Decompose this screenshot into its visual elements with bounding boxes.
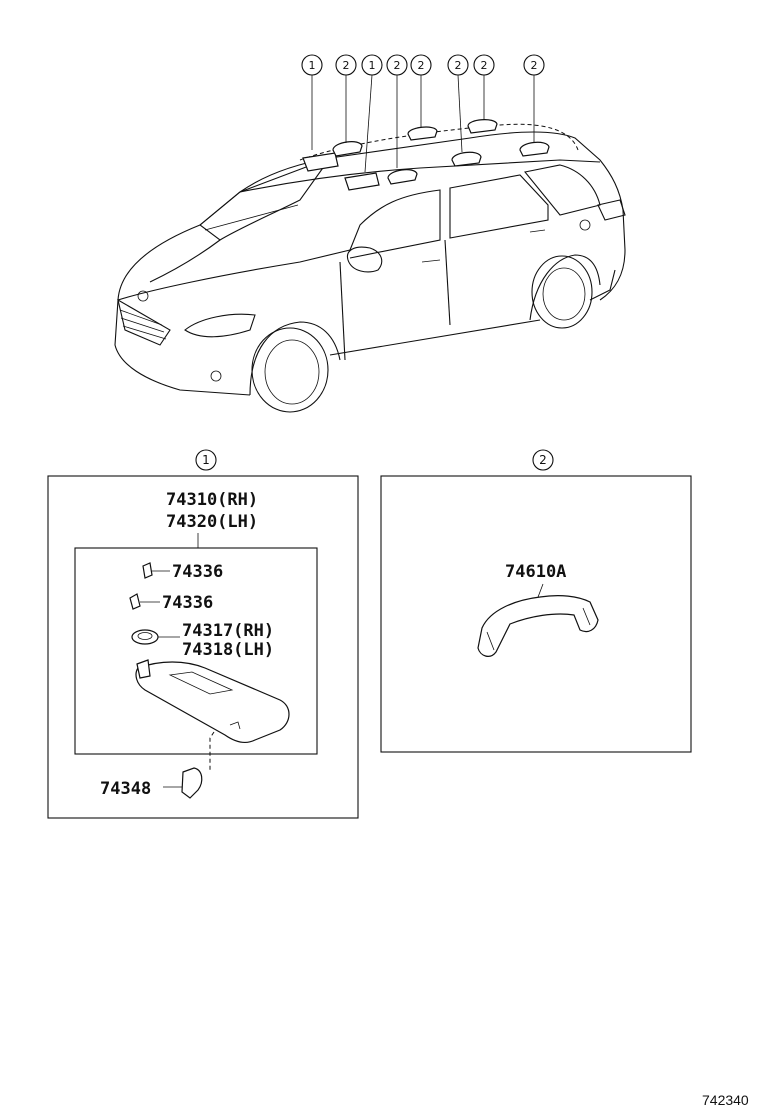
svg-text:1: 1 bbox=[369, 59, 376, 72]
sun-visor-shape bbox=[135, 659, 290, 744]
vehicle-illustration bbox=[114, 74, 626, 413]
callout-2a: 2 bbox=[335, 54, 357, 76]
callout-2d: 2 bbox=[447, 54, 469, 76]
section-1-number: 1 bbox=[202, 453, 210, 467]
svg-text:2: 2 bbox=[455, 59, 462, 72]
figure-reference: 742340 bbox=[702, 1092, 749, 1108]
section-1-inner-frame bbox=[74, 547, 318, 755]
callout-2b: 2 bbox=[386, 54, 408, 76]
part-74610A-label: 74610A bbox=[505, 562, 566, 582]
callout-1b: 1 bbox=[361, 54, 383, 76]
svg-text:2: 2 bbox=[531, 59, 538, 72]
section-2-number: 2 bbox=[539, 453, 547, 467]
svg-text:2: 2 bbox=[418, 59, 425, 72]
callout-2e: 2 bbox=[473, 54, 495, 76]
callout-2f: 2 bbox=[523, 54, 545, 76]
section-1-sun-visor: 1 74310(RH) 74320(LH) 74336 74336 74317(… bbox=[47, 449, 359, 819]
section-1-frame bbox=[47, 475, 359, 819]
clip-74336-b bbox=[129, 593, 141, 610]
part-74318-label: 74318(LH) bbox=[182, 640, 274, 660]
part-74320-label: 74320(LH) bbox=[166, 512, 258, 532]
clip-74336-a bbox=[142, 562, 153, 579]
svg-text:2: 2 bbox=[394, 59, 401, 72]
section-2-frame bbox=[380, 475, 692, 753]
svg-text:2: 2 bbox=[343, 59, 350, 72]
part-74336-b-label: 74336 bbox=[162, 593, 213, 613]
assist-grip-shape bbox=[477, 595, 599, 657]
callout-circles: 1 2 1 2 2 2 2 2 bbox=[301, 54, 545, 76]
hook-74348 bbox=[181, 767, 203, 799]
callout-2c: 2 bbox=[410, 54, 432, 76]
part-74310-label: 74310(RH) bbox=[166, 490, 258, 510]
svg-text:2: 2 bbox=[481, 59, 488, 72]
svg-text:1: 1 bbox=[309, 59, 316, 72]
section-2-assist-grip: 2 74610A bbox=[380, 449, 692, 753]
part-74317-label: 74317(RH) bbox=[182, 621, 274, 641]
part-74348-label: 74348 bbox=[100, 779, 151, 799]
part-74336-a-label: 74336 bbox=[172, 562, 223, 582]
callout-1a: 1 bbox=[301, 54, 323, 76]
